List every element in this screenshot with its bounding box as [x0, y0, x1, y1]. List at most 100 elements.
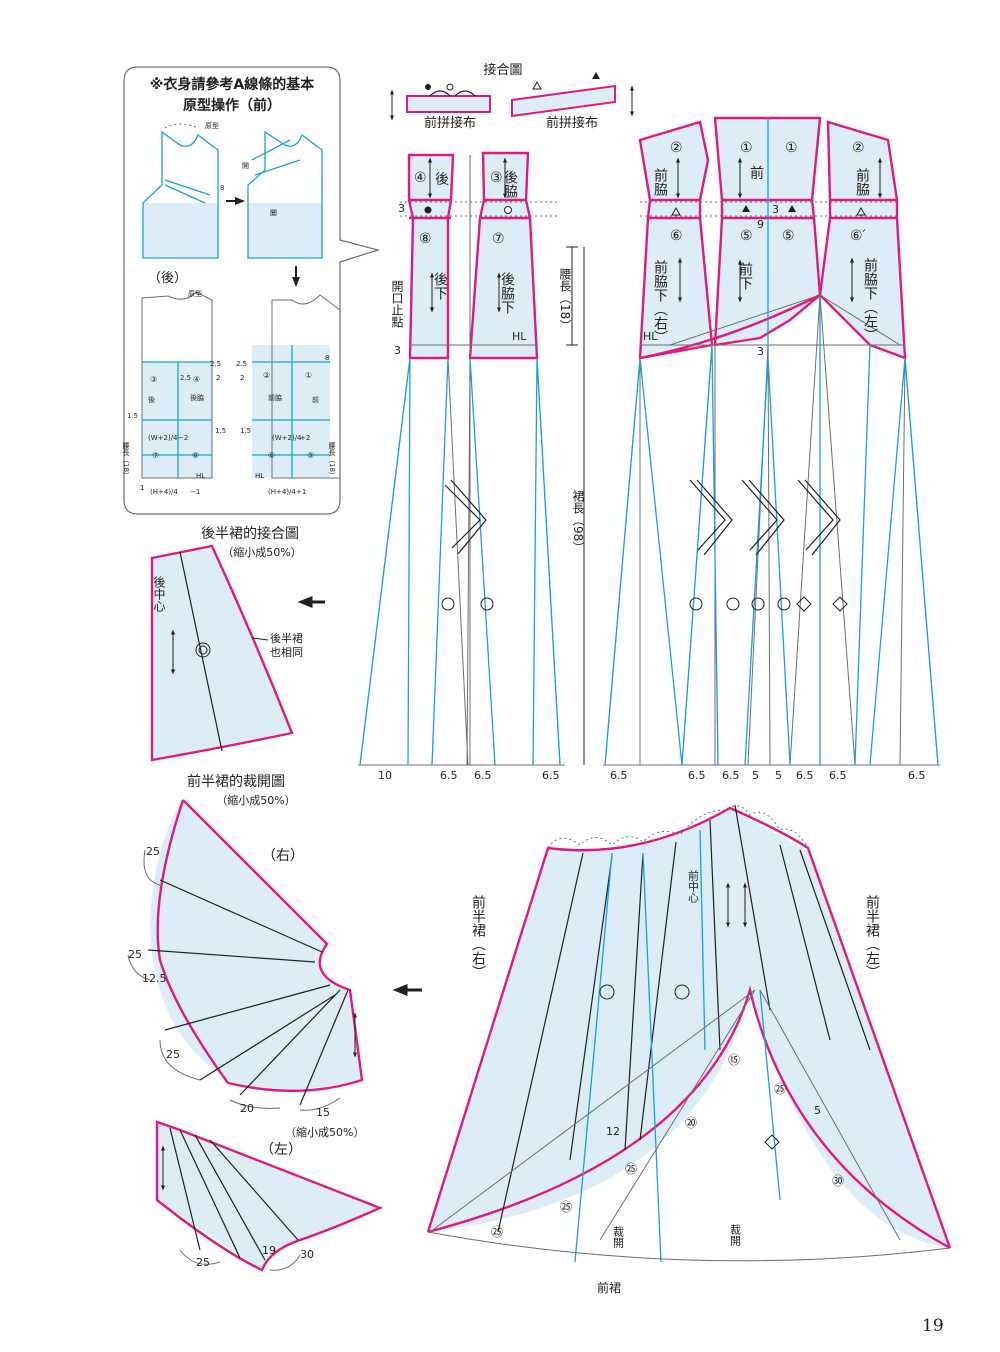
back-pattern: 3 ④ 後 ③ 後脇 ⑧ ⑦ 後下 後脇下 開口止點 3 HL [358, 151, 565, 766]
num-8: 8 [220, 184, 224, 192]
back-upper-label: 後 [435, 172, 449, 188]
num-circled-25-c: ㉕ [560, 1200, 572, 1214]
num-3-c: 3 [757, 345, 764, 358]
minus-2: −2 [178, 434, 188, 442]
front-cut-title: 前半裙的裁開圖 [187, 773, 285, 790]
diamond-mark-icon [764, 1134, 780, 1150]
diamond-mark-icon [796, 596, 812, 612]
skirt-length-label: 裙長（98） [571, 490, 585, 554]
triangle-open-icon [532, 80, 542, 90]
open-label: 開 [242, 162, 249, 170]
num-circled-30: ㉚ [832, 1174, 844, 1188]
hl-front: HL [643, 330, 658, 343]
piece-2-b: ② [852, 140, 865, 156]
back-half-scale: （縮小成50%） [222, 545, 301, 559]
h-formula-2: (H+4)/4 [268, 488, 296, 496]
front-prototype-after: 開 闔 [242, 130, 323, 259]
hem-num: 6.5 [542, 769, 560, 782]
num-2-5-b: 2.5 [180, 374, 191, 382]
callout-title-2: 原型操作（前） [183, 97, 281, 114]
triangle-open-icon [856, 206, 866, 216]
num-19: 19 [262, 1244, 276, 1257]
piece-6-small: ⑥ [268, 451, 275, 460]
front-cut-scale: （縮小成50%） [216, 793, 295, 807]
front-side-word: 前脇 [268, 393, 282, 402]
hem-num: 6.5 [908, 769, 926, 782]
front-cut-diagram: 前半裙的裁開圖 （縮小成50%） （右） 25 25 12.5 25 20 15… [127, 773, 422, 1272]
num-2-5-c: 2.5 [236, 360, 247, 368]
front-pattern: ② ① ① ② 前脇 前 前脇 ⑥ ⑤ ⑤ ⑥′ 前脇下（右） 前下 前脇下（左… [603, 116, 940, 766]
piece-8: ⑧ [419, 231, 432, 247]
hem-num: 10 [378, 769, 392, 782]
front-cut-scale-2: （縮小成50%） [285, 1125, 364, 1139]
piece-3: ③ [150, 375, 157, 384]
front-side-lower-right: 前脇下（右） [652, 259, 668, 344]
length-dimensions: 腰長（18） 裙長（98） [558, 246, 585, 765]
hem-num: 6.5 [610, 769, 628, 782]
back-half-note-1: 後半裙 [270, 631, 303, 645]
waist-length-label: 腰長（18） [558, 268, 572, 332]
piece-2-small: ② [263, 371, 270, 380]
front-skirt-hem-label: 前裙 [597, 1280, 621, 1295]
num-12: 12 [606, 1125, 620, 1138]
hl-back: HL [512, 330, 527, 343]
prototype-label-2: 原型 [188, 289, 202, 298]
num-3-d: 3 [772, 203, 779, 216]
hem-num: 6.5 [474, 769, 492, 782]
waist-len-small-1: 腰長（18） [122, 442, 130, 479]
num-20: 20 [240, 1102, 254, 1115]
piece-4: ④ [193, 375, 200, 384]
dot-open-icon [446, 83, 454, 91]
piece-6-prime: ⑥′ [850, 228, 866, 244]
hem-num: 6.5 [829, 769, 847, 782]
prototype-label-1: 原型 [205, 121, 219, 130]
front-side-upper-left: 前脇 [854, 167, 870, 196]
num-25-c: 25 [166, 1048, 180, 1061]
back-half-skirt: 後半裙的接合圖 （縮小成50%） 後中心 後半裙 也相同 [150, 525, 325, 762]
front-prototype-result: ② ① 前脇 前 ⑥ ⑤ (W+2)/4 +2 (H+4)/4 +1 HL 2.… [236, 294, 341, 496]
front-side-upper-right: 前脇 [652, 167, 668, 196]
joint-right-label: 前拼接布 [546, 115, 598, 131]
num-circled-25-a: ㉕ [774, 1082, 786, 1096]
num-15: 15 [316, 1106, 330, 1119]
num-circled-25-b: ㉕ [625, 1162, 637, 1176]
num-2-b: 2 [240, 374, 244, 382]
close-label: 闔 [270, 209, 277, 217]
circle-mark-icon [599, 984, 615, 1000]
joint-diagram: 接合圖 前拼接布 前拼接布 [390, 62, 634, 131]
back-label: （後） [148, 271, 187, 286]
num-1-a: 1 [140, 484, 144, 492]
num-3-a: 3 [398, 202, 405, 215]
num-circled-25-d: ㉕ [491, 1225, 503, 1239]
num-circled-15: ⑮ [728, 1053, 740, 1067]
num-3-b: 3 [394, 344, 401, 357]
num-25-a: 25 [146, 845, 160, 858]
num-25-d: 25 [196, 1256, 210, 1269]
front-cut-right: （右） [262, 848, 304, 864]
front-upper-label: 前 [750, 165, 764, 182]
hem-numbers: 10 6.5 6.5 6.5 6.5 6.5 6.5 5 5 6.5 6.5 6… [378, 769, 926, 782]
circle-mark-icon [777, 597, 791, 611]
callout-title-1: ※衣身請參考A線條的基本 [150, 76, 315, 93]
front-lower-label: 前下 [737, 261, 753, 290]
w-formula-2: (W+2)/4 [272, 434, 302, 442]
back-side-lower-label: 後脇下 [499, 272, 515, 314]
piece-5-b: ⑤ [782, 228, 795, 244]
back-word: 後 [148, 395, 155, 404]
front-prototype-before: 原型 8 [142, 121, 224, 259]
back-prototype: 原型 ③ ④ 後 後脇 ⑦ ⑧ (W+2)/4 −2 (H+4)/4 −1 HL… [122, 289, 226, 496]
front-cut-left: （左） [260, 1142, 302, 1158]
triangle-black-icon [742, 205, 750, 212]
back-side-upper-label: 後脇 [502, 170, 518, 198]
num-12-5: 12.5 [142, 972, 167, 985]
piece-7: ⑦ [152, 451, 159, 460]
circle-mark-icon [726, 597, 740, 611]
back-half-title: 後半裙的接合圖 [201, 525, 299, 542]
page-number: 19 [922, 1316, 944, 1336]
triangle-open-icon [671, 206, 681, 216]
piece-7: ⑦ [492, 231, 505, 247]
num-2-5-a: 2.5 [210, 360, 221, 368]
piece-8: ⑧ [192, 451, 199, 460]
front-side-lower-left: 前脇下（左） [862, 257, 878, 342]
front-word: 前 [312, 395, 319, 404]
